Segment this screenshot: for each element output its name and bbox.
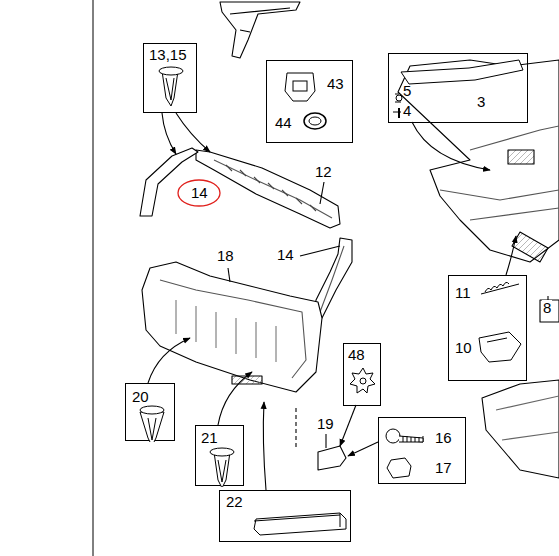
callout-number: 20: [132, 389, 149, 405]
callout-number: 14: [276, 247, 295, 263]
callout-number: 22: [226, 494, 243, 510]
callout-box: 21: [195, 425, 244, 486]
callout-number: 12: [314, 164, 333, 180]
callout-number: 16: [435, 430, 452, 446]
callout-number: 11: [455, 285, 471, 301]
part-icon: [379, 418, 467, 485]
callout-number: 13,15: [149, 47, 187, 63]
callout-number: 48: [348, 347, 365, 363]
callout-box: 48: [343, 343, 381, 406]
callout-box: 5 3 4: [388, 53, 528, 123]
callout-number: 10: [455, 340, 472, 356]
callout-number: 8: [542, 300, 552, 316]
callout-number: 21: [201, 430, 218, 446]
callout-box: 20: [125, 383, 175, 441]
callout-number: 19: [316, 416, 335, 432]
callout-number: 14: [191, 185, 208, 201]
callout-number: 44: [275, 115, 292, 131]
callout-number: 18: [216, 248, 235, 264]
callout-number: 3: [477, 94, 485, 110]
callout-box: 13,15: [143, 43, 197, 113]
callout-number: 17: [435, 460, 452, 476]
callout-number: 5: [403, 83, 411, 99]
callout-number: 4: [403, 103, 411, 119]
callout-box: 11 10: [448, 275, 527, 381]
highlight-ellipse: 14: [176, 178, 222, 208]
callout-number: 43: [327, 76, 344, 92]
part-icon: [267, 61, 354, 144]
callout-box: 1617: [378, 417, 466, 484]
callout-box: 22: [219, 490, 351, 542]
callout-box: 43 44: [266, 60, 353, 143]
